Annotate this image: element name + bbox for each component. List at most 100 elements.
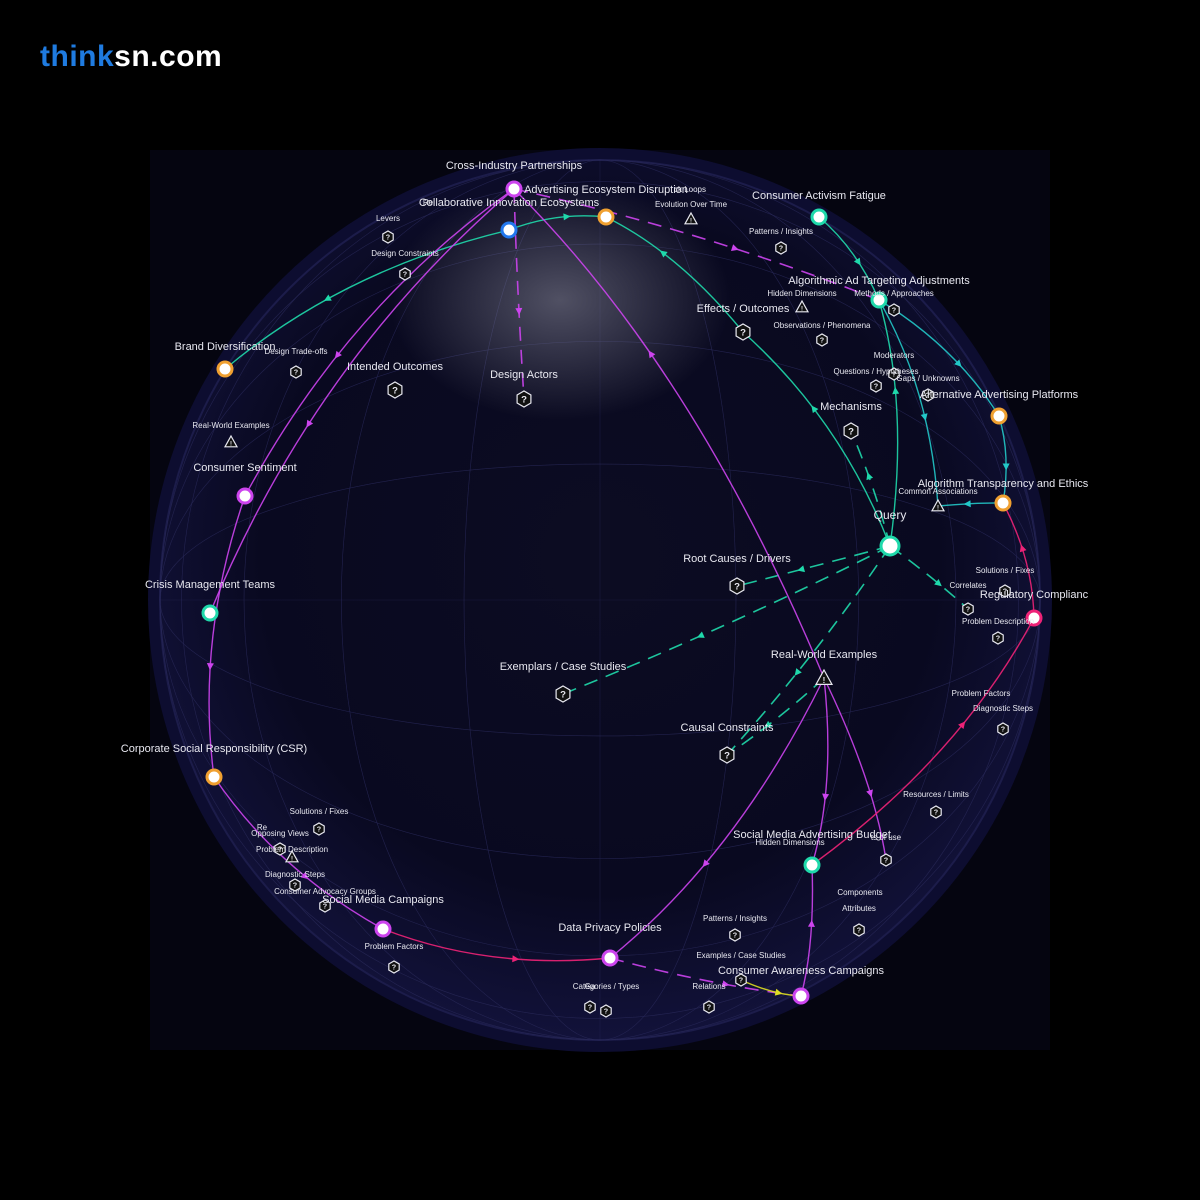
node-label: Patterns / Insights — [749, 227, 813, 236]
node-mechanisms[interactable]: ?Mechanisms — [820, 401, 882, 440]
node-query[interactable]: Query — [874, 508, 907, 557]
node-consumer_awareness[interactable]: Consumer Awareness Campaigns — [718, 965, 885, 1005]
node-consumer_activism[interactable]: Consumer Activism Fatigue — [752, 190, 886, 226]
node-data_privacy[interactable]: Data Privacy Policies — [558, 922, 662, 967]
edge-consumer_awareness-sm_budget — [800, 864, 814, 997]
node-re_left[interactable]: Re — [257, 823, 268, 832]
node-components[interactable]: Components — [837, 888, 882, 897]
node-label: Levers — [376, 214, 400, 223]
node-hidden_dim_bottom[interactable]: Hidden Dimensions — [755, 838, 824, 847]
node-questions[interactable]: ?Questions / Hypotheses — [834, 367, 919, 393]
node-regulatory[interactable]: Regulatory Complianc — [980, 589, 1089, 627]
node-marker-circle — [374, 920, 392, 938]
node-ga[interactable]: ?Ga — [584, 982, 596, 1014]
node-design_tradeoffs[interactable]: ?Design Trade-offs — [265, 347, 328, 379]
warning-triangle-icon — [794, 299, 810, 313]
node-diagnostic_left[interactable]: ?Diagnostic Steps — [265, 870, 325, 892]
node-patterns_bottom[interactable]: ?Patterns / Insights — [703, 914, 767, 942]
node-hidden_dim_top[interactable]: !Hidden Dimensions — [767, 289, 836, 313]
node-consumer_sentiment[interactable]: Consumer Sentiment — [193, 462, 297, 505]
node-causal[interactable]: ?Causal Constraints — [681, 722, 774, 764]
node-label: Methods / Approaches — [854, 289, 934, 298]
node-problem_desc_left[interactable]: !Problem Description — [256, 845, 328, 863]
edge-collab_innov-ad_ecosystem — [508, 215, 607, 231]
node-intended[interactable]: ?Intended Outcomes — [347, 361, 444, 399]
node-marker-circle — [803, 856, 821, 874]
node-relations[interactable]: ?Relations — [692, 982, 726, 1014]
node-solutions_right[interactable]: ?Solutions / Fixes — [976, 566, 1035, 598]
node-correlates[interactable]: ?Correlates — [950, 581, 987, 616]
edge-query-root_causes — [736, 545, 891, 587]
node-consumer_advocacy[interactable]: ?Consumer Advocacy Groups — [274, 887, 376, 913]
edge-arrow — [934, 579, 942, 587]
node-label: Algorithmic Ad Targeting Adjustments — [788, 275, 970, 287]
edge-arrow — [696, 631, 705, 638]
node-label: Root Causes / Drivers — [683, 553, 791, 565]
node-attributes[interactable]: ?Attributes — [842, 904, 876, 937]
node-collab_innov[interactable]: Collaborative Innovation Ecosystems — [419, 197, 600, 239]
node-ad_ecosystem[interactable]: Advertising Ecosystem Disruption — [524, 184, 688, 226]
node-diagnostic_right[interactable]: ?Diagnostic Steps — [973, 704, 1033, 736]
node-problem_desc_right[interactable]: ?Problem Description — [962, 617, 1034, 645]
edge-realworld-ts_of_use — [823, 677, 887, 861]
edge-arrow — [206, 662, 214, 671]
question-glyph: ? — [1001, 725, 1005, 734]
node-feedback_loops[interactable]: ck Loops — [674, 185, 706, 194]
node-brand_div[interactable]: Brand Diversification — [175, 341, 276, 378]
node-sm_budget[interactable]: Social Media Advertising Budget — [733, 829, 891, 874]
node-label: Gaps / Unknowns — [896, 374, 959, 383]
brand-logo[interactable]: thinksn.com — [40, 40, 222, 74]
node-evolution[interactable]: !Evolution Over Time — [655, 200, 728, 225]
node-sm_campaigns[interactable]: Social Media Campaigns — [322, 894, 444, 938]
question-glyph: ? — [323, 902, 327, 911]
node-ts_of_use[interactable]: ?ts of use — [871, 833, 902, 867]
node-examples_cases[interactable]: ?Examples / Case Studies — [696, 951, 786, 987]
question-hex-icon — [880, 853, 892, 867]
node-gaps[interactable]: ?Gaps / Unknowns — [896, 374, 960, 402]
node-solutions_left[interactable]: ?Solutions / Fixes — [290, 807, 349, 836]
question-hex-icon — [319, 899, 331, 913]
node-opposing[interactable]: ?Opposing Views — [251, 829, 309, 856]
question-glyph: ? — [934, 808, 938, 817]
node-problem_factors_left[interactable]: ?Problem Factors — [365, 942, 424, 974]
node-exemplars[interactable]: ?Exemplars / Case Studies — [500, 661, 627, 703]
node-label: Diagnostic Steps — [265, 870, 325, 879]
node-realworld[interactable]: !Real-World Examples — [771, 649, 878, 686]
node-design_constraints[interactable]: ?Design Constraints — [371, 249, 439, 281]
node-resources[interactable]: ?Resources / Limits — [903, 790, 969, 819]
node-crisis_mgmt[interactable]: Crisis Management Teams — [145, 579, 276, 622]
node-observations[interactable]: ?Observations / Phenomena — [774, 321, 871, 347]
node-problem_factors_right[interactable]: Problem Factors — [952, 689, 1011, 698]
node-cross_industry[interactable]: Cross-Industry Partnerships — [446, 160, 583, 198]
node-label: ts of use — [871, 833, 902, 842]
node-re_trunc[interactable]: Re — [423, 198, 434, 207]
edge-arrow — [794, 668, 802, 676]
edge-arrow — [866, 472, 874, 481]
question-hex-icon — [922, 388, 934, 402]
node-label: Observations / Phenomena — [774, 321, 871, 330]
node-patterns_top[interactable]: ?Patterns / Insights — [749, 227, 813, 255]
node-design_actors[interactable]: ?Design Actors — [490, 369, 558, 408]
node-label: Consumer Awareness Campaigns — [718, 965, 885, 977]
node-effects[interactable]: ?Effects / Outcomes — [697, 303, 790, 341]
node-label: Problem Factors — [952, 689, 1011, 698]
node-moderators[interactable]: ?Moderators — [874, 351, 914, 381]
question-glyph: ? — [892, 306, 896, 315]
node-csr[interactable]: Corporate Social Responsibility (CSR) — [121, 743, 307, 786]
node-alt_platforms[interactable]: Alternative Advertising Platforms — [920, 389, 1079, 425]
edge-arrow — [648, 350, 656, 359]
node-methods[interactable]: ? Methods / Approaches — [854, 289, 934, 317]
question-hex-icon — [992, 631, 1004, 645]
node-common_assoc[interactable]: !Common Associations — [898, 487, 977, 512]
node-categories[interactable]: ?Categories / Types — [573, 982, 640, 1018]
node-root_causes[interactable]: ?Root Causes / Drivers — [683, 553, 791, 595]
node-rw_small_left[interactable]: !Real-World Examples — [192, 421, 269, 448]
node-label: Questions / Hypotheses — [834, 367, 919, 376]
warning-triangle-icon — [814, 668, 834, 686]
node-label: Corporate Social Responsibility (CSR) — [121, 743, 307, 755]
node-algo_ad[interactable]: Algorithmic Ad Targeting Adjustments — [788, 275, 970, 309]
edge-query-effects — [742, 331, 891, 547]
node-algo_transparency[interactable]: Algorithm Transparency and Ethics — [918, 478, 1089, 512]
node-levers[interactable]: ?Levers — [376, 214, 400, 244]
